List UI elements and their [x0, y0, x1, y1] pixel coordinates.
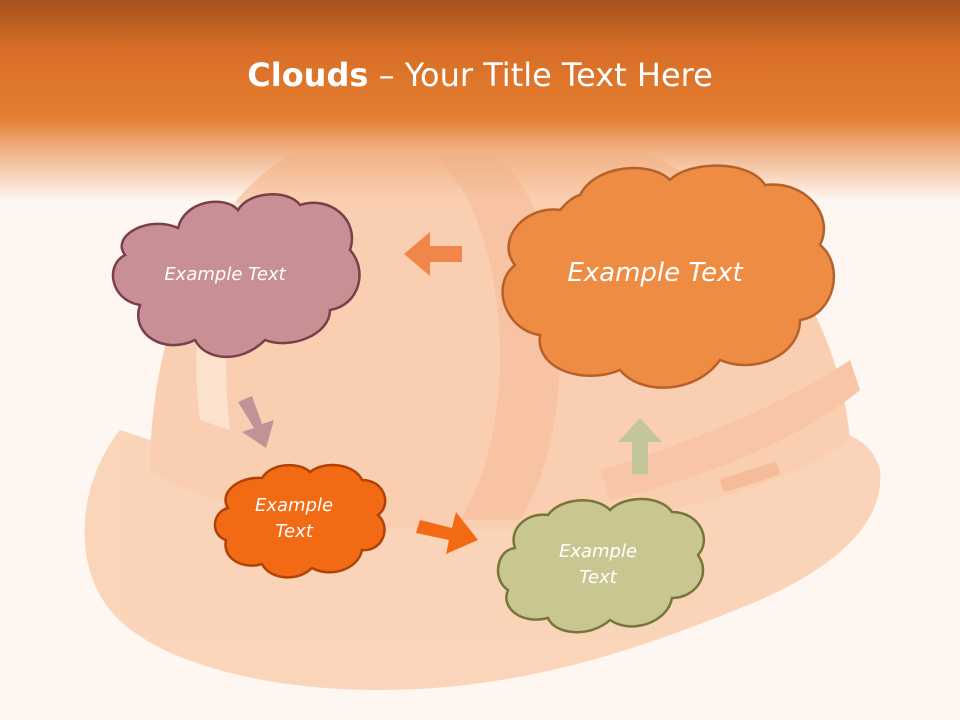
arrow-down	[238, 396, 274, 448]
helmet-rim-band	[600, 360, 860, 500]
cloud-mauve-label: Example Text	[164, 263, 286, 285]
cloud-orange-red	[213, 463, 387, 579]
title-text: Your Title Text Here	[404, 56, 713, 94]
page-title: Clouds – Your Title Text Here	[0, 50, 960, 100]
title-keyword: Clouds	[247, 56, 369, 94]
arrow-left	[404, 232, 462, 276]
cloud-olive-label: Example Text	[558, 540, 638, 588]
cloud-olive	[496, 497, 705, 634]
cloud-orange-large	[501, 164, 836, 389]
helmet-slot	[720, 462, 780, 492]
title-dash: –	[378, 56, 395, 94]
arrow-up	[618, 418, 662, 474]
arrow-right	[416, 512, 478, 554]
cloud-mauve	[111, 193, 361, 359]
cloud-orange-large-label: Example Text	[567, 258, 743, 289]
title-bar	[0, 0, 960, 200]
cloud-orange-red-label: Example Text	[254, 494, 334, 542]
